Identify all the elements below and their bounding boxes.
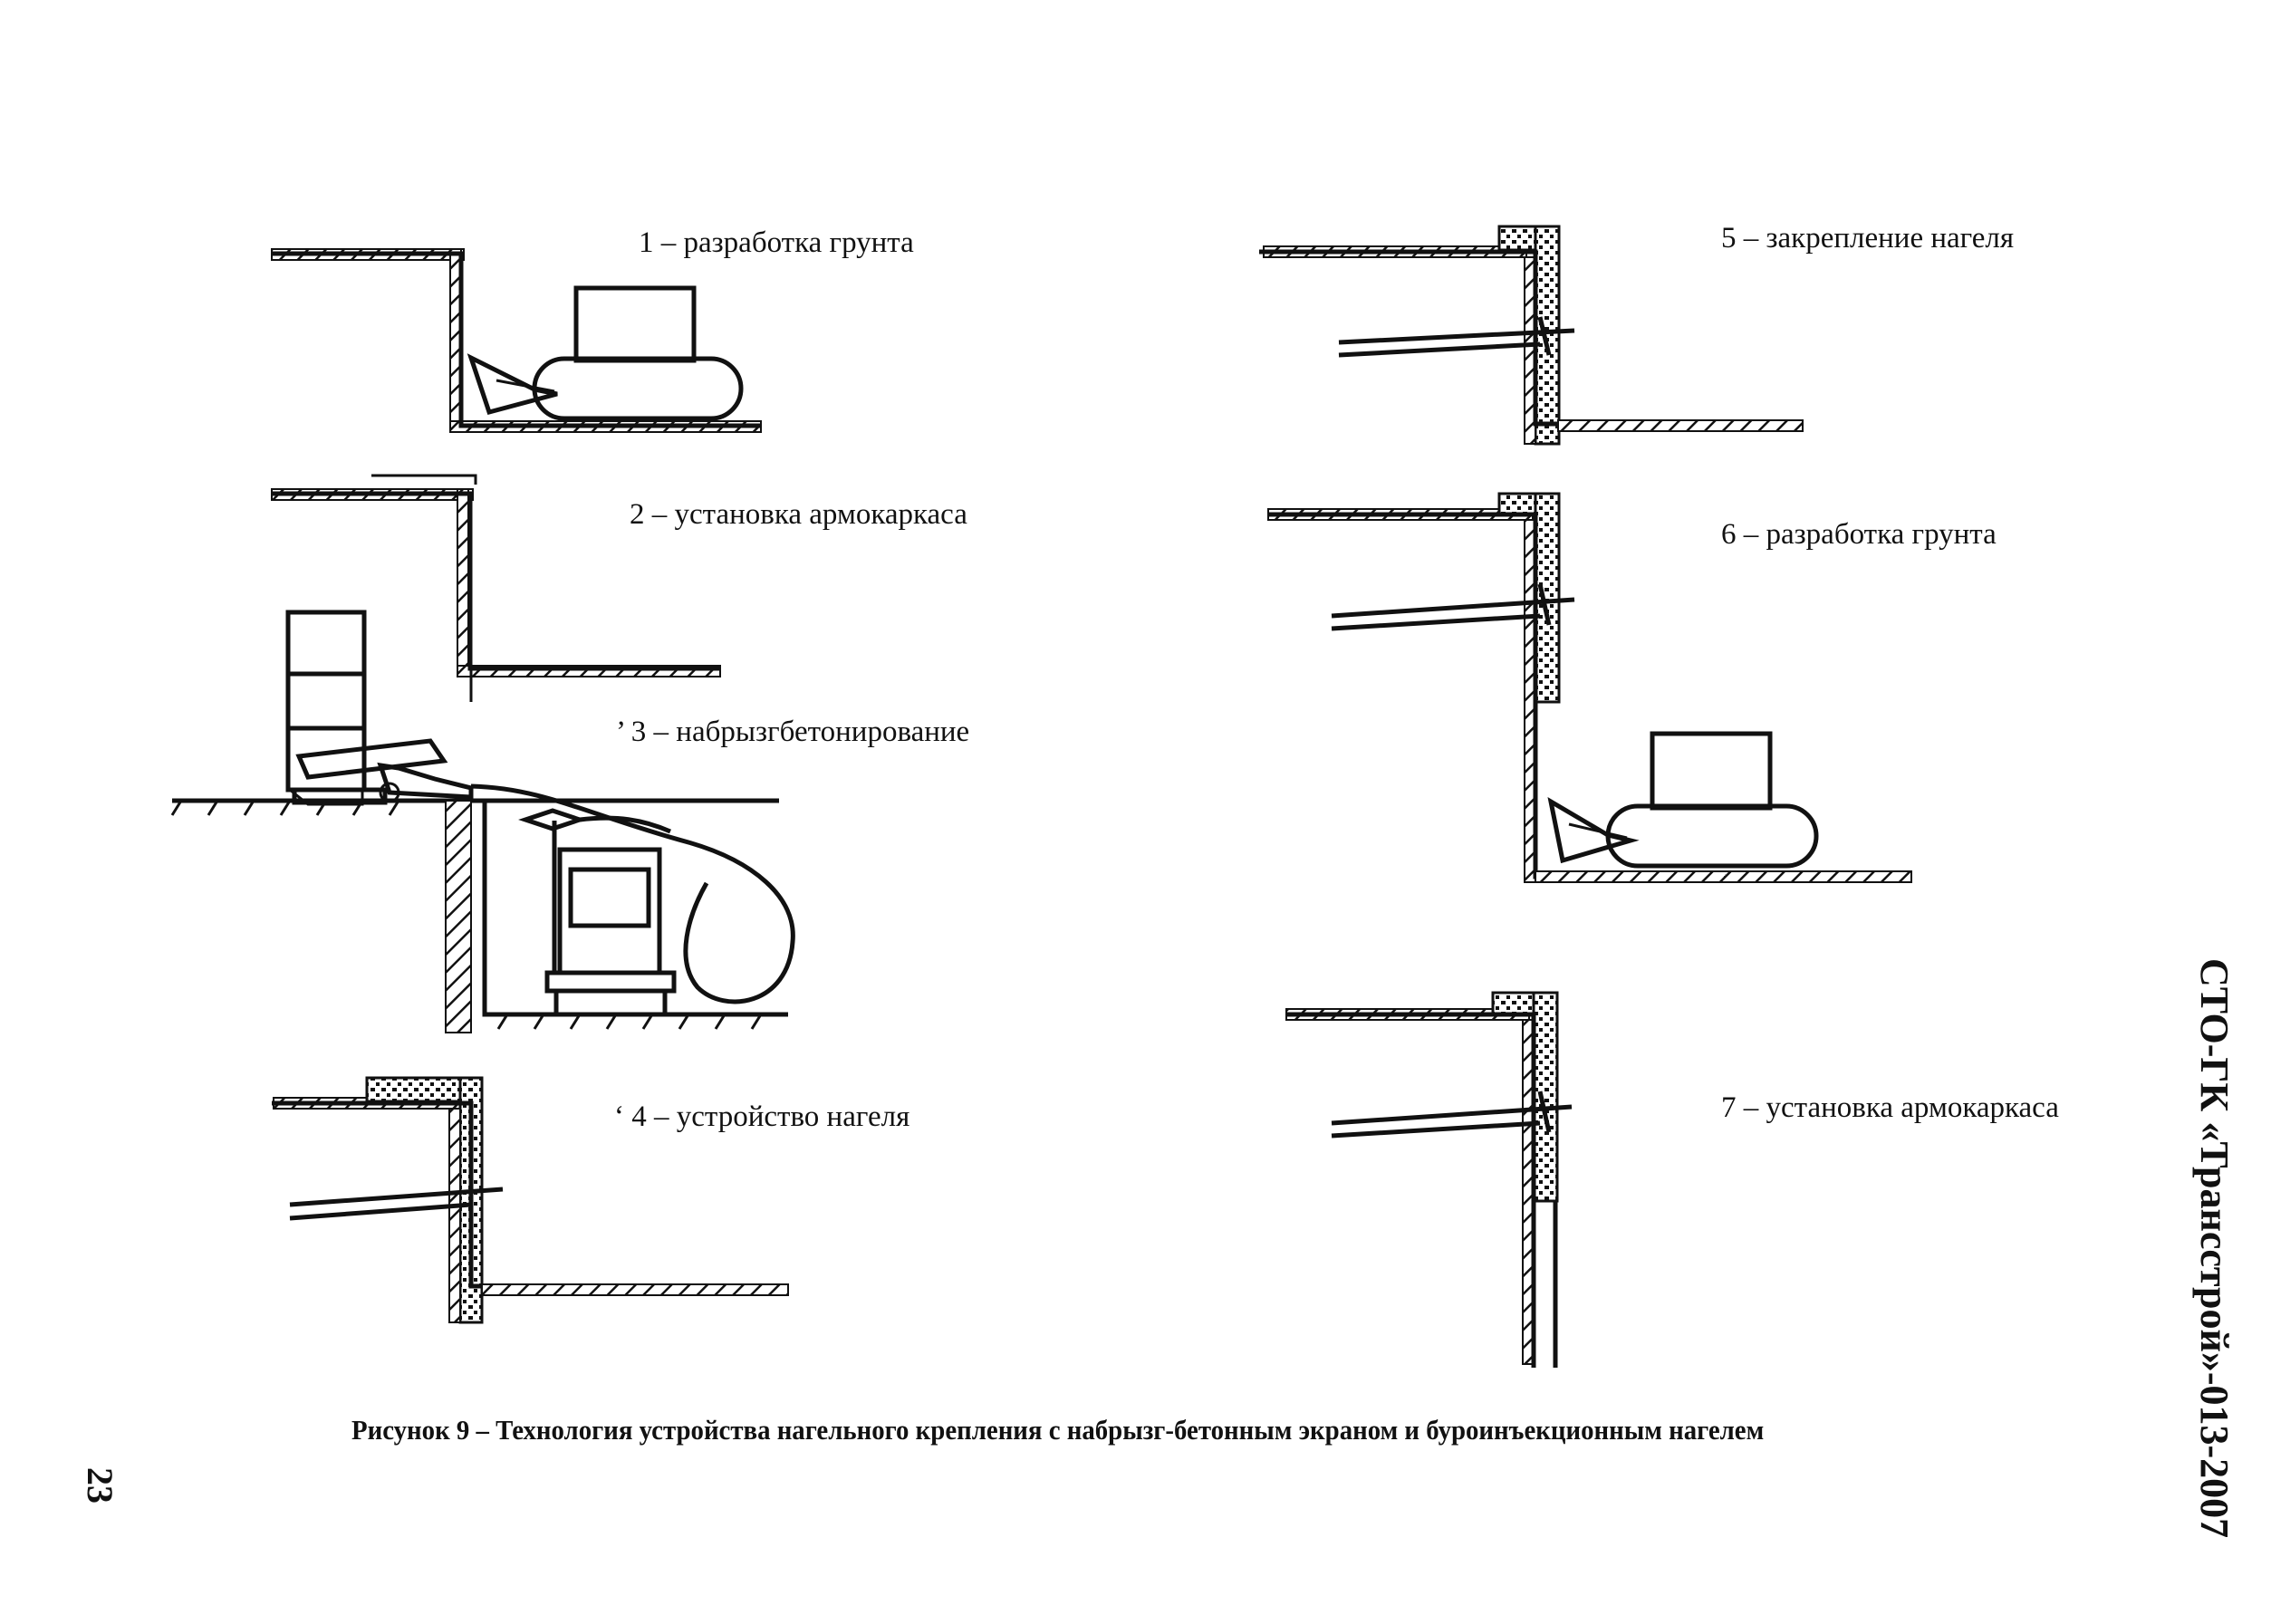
spray-pump-unit	[518, 808, 677, 1013]
standard-code: СТО-ГК «Трансстрой»-013-2007	[2192, 958, 2237, 1539]
step4-diagram	[272, 1076, 789, 1324]
step3-diagram	[170, 610, 795, 1033]
step3-label: ’ 3 – набрызгбетонирование	[616, 716, 970, 748]
step7-label: 7 – установка армокаркаса	[1721, 1091, 2059, 1124]
concrete-sprayer-machine	[285, 610, 474, 806]
step1-diagram	[271, 248, 762, 433]
step4-label: ‘ 4 – устройство нагеля	[614, 1100, 910, 1133]
step2-diagram	[271, 474, 721, 702]
step2-label: 2 – установка армокаркаса	[630, 498, 967, 531]
step5-diagram	[1259, 225, 1804, 446]
bulldozer-6	[1547, 731, 1819, 869]
step6-diagram	[1267, 492, 1912, 883]
bulldozer-1	[467, 285, 744, 421]
step6-label: 6 – разработка грунта	[1721, 518, 1997, 551]
step1-label: 1 – разработка грунта	[639, 226, 914, 259]
step5-label: 5 – закрепление нагеля	[1721, 222, 2015, 255]
step7-diagram	[1285, 991, 1573, 1368]
page-number: 23	[80, 1467, 120, 1504]
figure-caption: Рисунок 9 – Технология устройства нагель…	[351, 1414, 1765, 1446]
